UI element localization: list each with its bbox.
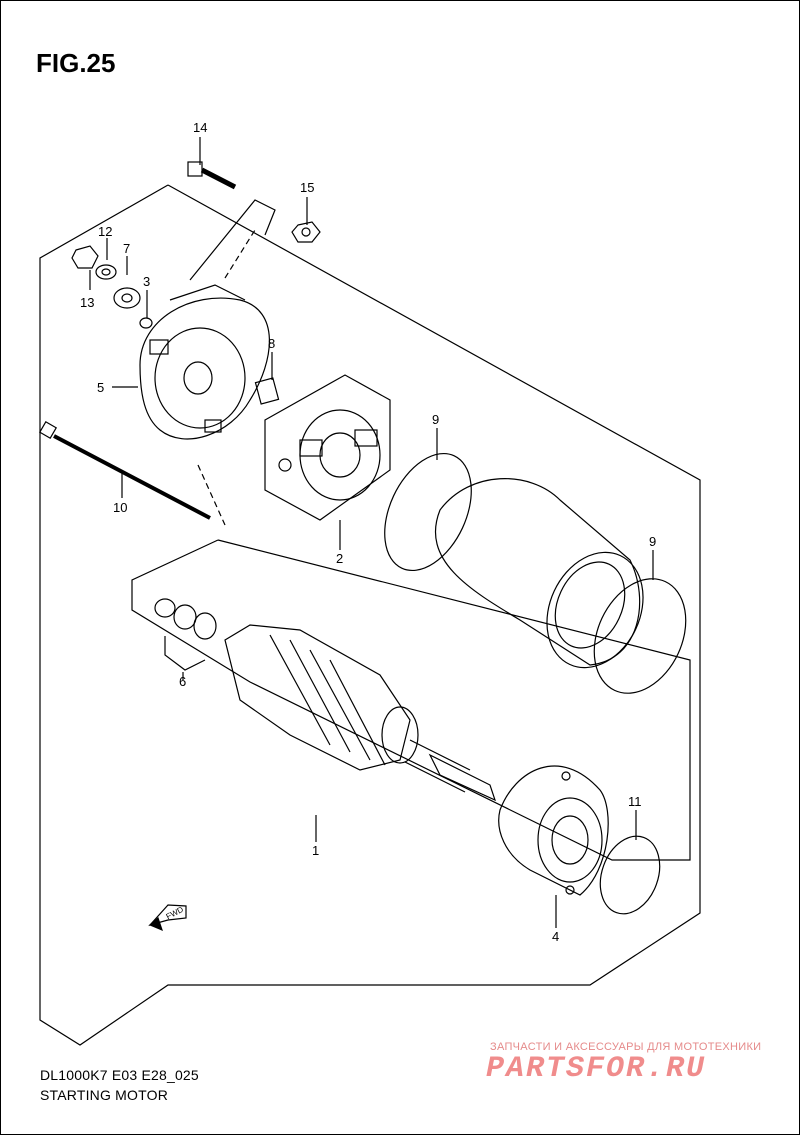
leader-line (164, 636, 206, 671)
clip-part-8 (254, 377, 280, 405)
o-ring-part-3 (139, 317, 153, 329)
callout-1: 1 (312, 843, 319, 858)
through-bolt-part-10 (38, 420, 211, 520)
diagram-caption: STARTING MOTOR (40, 1087, 169, 1103)
o-ring-part-11 (599, 835, 661, 915)
callout-9-lower: 9 (649, 534, 656, 549)
watermark-tagline: ЗАПЧАСТИ И АКСЕССУАРЫ ДЛЯ МОТОТЕХНИКИ (490, 1041, 762, 1053)
callout-3: 3 (143, 274, 150, 289)
nut-part-15 (291, 221, 321, 243)
callout-9-upper: 9 (432, 412, 439, 427)
o-ring-part-9-upper (384, 452, 472, 572)
watermark-brand: PARTSFOR.RU (486, 1052, 707, 1086)
bracket-line (189, 199, 276, 281)
callout-5: 5 (97, 380, 104, 395)
armature-part-1 (224, 624, 497, 802)
brush-plate-part-2 (264, 374, 391, 521)
callout-13: 13 (80, 295, 94, 310)
end-cover-part-5 (139, 284, 270, 440)
figure-title: FIG.25 (36, 48, 116, 78)
model-code: DL1000K7 E03 E28_025 (40, 1067, 199, 1083)
armature-outline-box (131, 539, 691, 861)
dash-guide (224, 229, 256, 279)
callout-2: 2 (336, 551, 343, 566)
callout-15: 15 (300, 180, 314, 195)
callout-8: 8 (268, 336, 275, 351)
drive-end-housing-part-4 (498, 765, 609, 896)
fwd-arrow-icon (148, 904, 187, 932)
washer-set-part-6 (154, 598, 217, 640)
assembly-outline-box (39, 184, 701, 1046)
callout-4: 4 (552, 929, 559, 944)
callout-6: 6 (179, 674, 186, 689)
callout-12: 12 (98, 224, 112, 239)
o-ring-part-9-lower (593, 578, 687, 694)
callout-11: 11 (628, 794, 642, 809)
dash-guide (197, 464, 226, 526)
nut-part-13 (71, 245, 99, 269)
washer-part-12 (95, 264, 117, 280)
bolt-part-14 (187, 161, 237, 190)
callout-10: 10 (113, 500, 127, 515)
callout-14: 14 (193, 120, 207, 135)
washer-part-7 (113, 287, 141, 309)
motor-yoke-housing (434, 478, 644, 669)
callout-7: 7 (123, 241, 130, 256)
